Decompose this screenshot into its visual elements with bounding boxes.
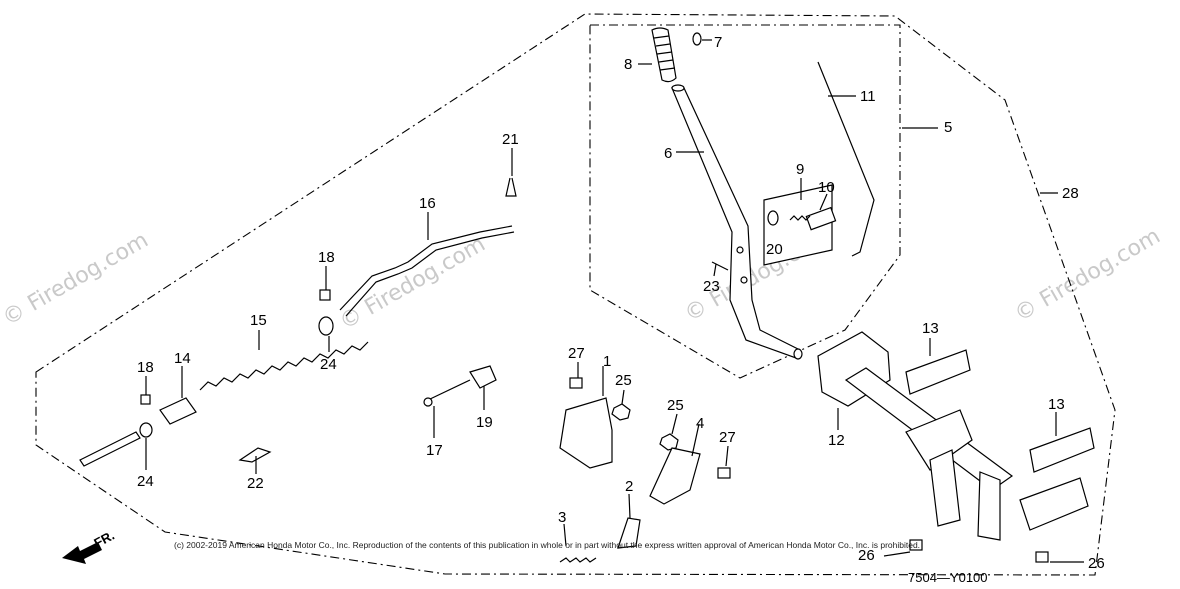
part-label-21: 21 — [502, 131, 519, 148]
part-label-26-left: 26 — [858, 547, 875, 564]
lever-drawing — [671, 84, 803, 360]
clip-drawing — [505, 177, 517, 197]
part-label-26-right: 26 — [1088, 555, 1105, 572]
part-label-1: 1 — [603, 353, 611, 370]
bolt-lower-drawing — [140, 394, 151, 405]
copyright-notice: (c) 2002-2019 American Honda Motor Co., … — [174, 540, 920, 550]
bolt-upper-drawing — [319, 289, 331, 301]
part-label-9: 9 — [796, 161, 804, 178]
part-labels: 1 2 3 4 5 6 7 8 9 10 11 12 13 13 14 15 1… — [137, 34, 1105, 572]
spring-3-drawing — [559, 557, 597, 563]
part-label-13-upper: 13 — [922, 320, 939, 337]
cap-drawing — [692, 32, 702, 46]
part-drawings — [62, 27, 1095, 564]
link-rod-drawing — [339, 225, 513, 311]
part-label-11: 11 — [860, 88, 876, 105]
part-label-24-upper: 24 — [320, 356, 337, 373]
shaft-drawing — [79, 431, 141, 467]
part-label-18-upper: 18 — [318, 249, 335, 266]
part-label-19: 19 — [476, 414, 493, 431]
lever-subassembly-outline — [589, 24, 901, 379]
leader-lines — [145, 39, 1084, 563]
grip-drawing — [651, 27, 677, 83]
main-shaft-drawing — [817, 331, 1089, 541]
part-label-20: 20 — [766, 241, 783, 258]
cable-end-drawing — [469, 365, 497, 389]
pin-drawing — [711, 261, 729, 271]
rod-drawing — [817, 61, 875, 257]
watermark-left: © Firedog.com — [0, 228, 153, 331]
part-label-22: 22 — [247, 475, 264, 492]
spring-drawing — [199, 341, 369, 391]
part-label-23: 23 — [703, 278, 720, 295]
bracket-2-drawing — [617, 517, 641, 549]
part-label-14: 14 — [174, 350, 191, 367]
part-label-27-lower: 27 — [719, 429, 736, 446]
plate-13a-drawing — [905, 349, 971, 395]
plate-13b-drawing — [1029, 427, 1095, 473]
part-label-24-lower: 24 — [137, 473, 154, 490]
bolt-27b-drawing — [717, 467, 731, 479]
pivot-drawing — [763, 184, 837, 266]
part-label-2: 2 — [625, 478, 633, 495]
cable-drawing — [427, 379, 471, 401]
part-label-17: 17 — [426, 442, 443, 459]
sleeve-drawing — [159, 397, 197, 425]
diagram-code: 7504—Y0100 — [908, 570, 988, 585]
part-label-16: 16 — [419, 195, 436, 212]
spring-clip-drawing — [238, 447, 272, 463]
bolt-26b-drawing — [1035, 551, 1049, 563]
bolt-26a-drawing — [909, 539, 923, 551]
part-label-25-upper: 25 — [615, 372, 632, 389]
part-label-12: 12 — [828, 432, 845, 449]
watermark-right: © Firedog.com — [1011, 224, 1165, 327]
part-label-18-lower: 18 — [137, 359, 154, 376]
part-label-6: 6 — [664, 145, 672, 162]
part-label-13-lower: 13 — [1048, 396, 1065, 413]
nut-25b-drawing — [659, 433, 679, 451]
part-label-4: 4 — [696, 415, 704, 432]
bracket-1-drawing — [559, 397, 613, 469]
part-label-27-upper: 27 — [568, 345, 585, 362]
part-label-15: 15 — [250, 312, 267, 329]
part-label-8: 8 — [624, 56, 632, 73]
collar-upper-drawing — [318, 316, 334, 336]
collar-lower-drawing — [139, 422, 153, 438]
part-label-7: 7 — [714, 34, 722, 51]
watermark-group: © Firedog.com © Firedog.com © Firedog.co… — [0, 224, 1165, 335]
plate-4-drawing — [649, 447, 701, 505]
part-label-5: 5 — [944, 119, 952, 136]
assembly-outline — [35, 13, 1116, 576]
part-label-28: 28 — [1062, 185, 1079, 202]
front-arrow-icon — [62, 542, 102, 564]
bolt-27a-drawing — [569, 377, 583, 389]
part-label-25-lower: 25 — [667, 397, 684, 414]
watermark-center: © Firedog.com — [336, 232, 490, 335]
part-label-10: 10 — [818, 179, 835, 196]
nut-25a-drawing — [611, 403, 631, 421]
part-label-3: 3 — [558, 509, 566, 526]
